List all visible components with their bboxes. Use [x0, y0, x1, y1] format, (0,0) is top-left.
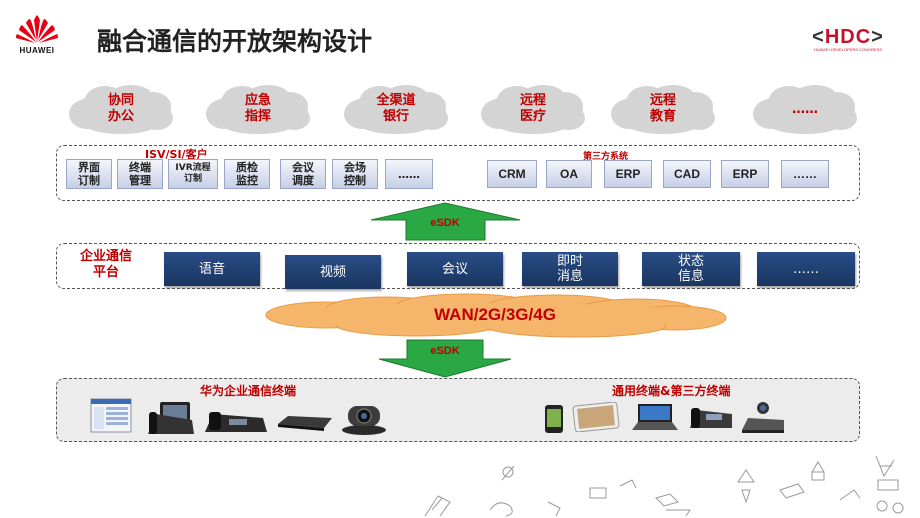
esdk-up-arrow [370, 202, 521, 241]
scenario-label: 协同 办公 [107, 93, 134, 124]
decorative-sketch-icons [424, 455, 904, 517]
isv-app-box[interactable]: 会议 调度 [280, 159, 326, 189]
tablet-icon [572, 402, 620, 432]
isv-app-box[interactable]: …… [385, 159, 433, 189]
platform-service-box[interactable]: 语音 [164, 252, 260, 286]
scenario-label: 远程 教育 [649, 93, 676, 124]
platform-service-box[interactable]: 会议 [407, 252, 503, 286]
hdc-logo: <HDC> HUAWEI DEVELOPERS CONGRESS [808, 26, 888, 52]
page-title: 融合通信的开放架构设计 [97, 27, 373, 56]
hdc-sub-text: HUAWEI DEVELOPERS CONGRESS [813, 47, 883, 52]
third-party-app-box[interactable]: CAD [663, 160, 711, 188]
video-camera-icon [342, 406, 386, 435]
platform-label: 企业通信 平台 [79, 249, 132, 280]
wan-cloud-shape [265, 293, 727, 338]
platform-service-box[interactable]: 状态 信息 [642, 252, 740, 286]
scenario-label: …… [792, 102, 818, 117]
isv-app-box[interactable]: 质检 监控 [224, 159, 270, 189]
ip-phone-icon [205, 412, 267, 432]
third-party-system-label: 第三方系统 [583, 152, 629, 162]
scenario-label: 全渠道 银行 [376, 93, 416, 124]
isv-label: ISV/SI/客户 [145, 148, 208, 161]
third-party-app-box[interactable]: OA [546, 160, 592, 188]
isv-app-box[interactable]: 终端 管理 [117, 159, 163, 189]
scenario-cloud: 远程 教育 [607, 84, 719, 136]
network-label: WAN/2G/3G/4G [434, 305, 556, 324]
video-phone-icon [148, 402, 194, 434]
third-party-app-box[interactable]: ERP [604, 160, 652, 188]
isv-app-box[interactable]: IVR流程 订制 [168, 159, 218, 189]
platform-service-box[interactable]: 即时 消息 [522, 252, 618, 286]
scenario-cloud: 全渠道 银行 [340, 84, 452, 136]
huawei-petal-icon [16, 15, 58, 43]
scenario-label: 应急 指挥 [244, 93, 271, 124]
laptop-icon [632, 404, 678, 430]
platform-service-box[interactable]: …… [757, 252, 855, 286]
scenario-cloud: 远程 医疗 [477, 84, 589, 136]
scenario-cloud: …… [749, 84, 861, 136]
isv-app-box[interactable]: 会场 控制 [332, 159, 378, 189]
desk-phone-icon [690, 408, 732, 428]
logo-text: HUAWEI [19, 46, 55, 55]
esdk-top-label: eSDK [430, 217, 460, 229]
smartphone-icon [545, 405, 563, 433]
desktop-client-icon [90, 398, 132, 433]
conference-terminal-icon [742, 402, 784, 433]
mcu-box-icon [278, 416, 332, 431]
esdk-bottom-label: eSDK [430, 345, 460, 357]
scenario-label: 远程 医疗 [519, 93, 546, 124]
huawei-terminals-label: 华为企业通信终端 [200, 384, 297, 398]
third-party-app-box[interactable]: …… [781, 160, 829, 188]
platform-service-box[interactable]: 视频 [285, 255, 381, 289]
esdk-down-arrow [378, 339, 512, 378]
scenario-cloud: 协同 办公 [65, 84, 177, 136]
third-party-terminals-label: 通用终端&第三方终端 [612, 384, 731, 398]
huawei-logo: HUAWEI [12, 14, 62, 64]
scenario-cloud: 应急 指挥 [202, 84, 314, 136]
isv-app-box[interactable]: 界面 订制 [66, 159, 112, 189]
third-party-app-box[interactable]: CRM [487, 160, 537, 188]
third-party-app-box[interactable]: ERP [721, 160, 769, 188]
